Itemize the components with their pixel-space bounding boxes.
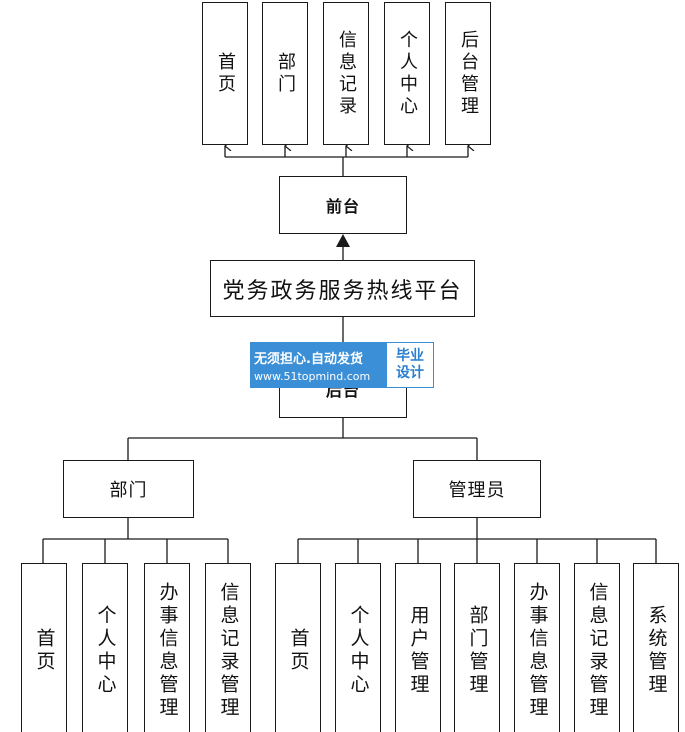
- admin-node: 管理员: [413, 460, 541, 518]
- department-module-personal-center: 个人中心: [82, 563, 128, 732]
- watermark-badge: 毕业 设计: [386, 342, 434, 388]
- platform-node: 党务政务服务热线平台: [210, 260, 475, 317]
- frontend-module-home: 首页: [202, 2, 248, 145]
- admin-module-affairs-management: 办事信息管理: [514, 563, 560, 732]
- watermark-badge-line1: 毕业: [396, 347, 424, 364]
- watermark-slogan: 无须担心.自动发货: [254, 351, 363, 367]
- admin-module-home: 首页: [275, 563, 321, 732]
- department-module-records-management: 信息记录管理: [205, 563, 251, 732]
- frontend-module-backend-admin: 后台管理: [445, 2, 491, 145]
- admin-module-records-management: 信息记录管理: [574, 563, 620, 732]
- frontend-module-info-records: 信息记录: [323, 2, 369, 145]
- admin-module-user-management: 用户管理: [395, 563, 441, 732]
- admin-module-system-management: 系统管理: [633, 563, 679, 732]
- watermark-badge-line2: 设计: [396, 365, 424, 381]
- watermark-url: www.51topmind.com: [254, 369, 371, 383]
- watermark-text-block: 无须担心.自动发货 www.51topmind.com: [250, 342, 386, 388]
- watermark-banner: 无须担心.自动发货 www.51topmind.com 毕业 设计: [250, 342, 434, 388]
- admin-module-department-management: 部门管理: [454, 563, 500, 732]
- frontend-node: 前台: [279, 176, 407, 234]
- frontend-module-personal-center: 个人中心: [384, 2, 430, 145]
- frontend-connectors: [225, 146, 468, 176]
- department-module-affairs-management: 办事信息管理: [144, 563, 190, 732]
- backend-connectors: [42, 418, 657, 563]
- frontend-module-department: 部门: [262, 2, 308, 145]
- platform-to-frontend-arrow: [336, 234, 350, 247]
- department-node: 部门: [63, 460, 194, 518]
- department-module-home: 首页: [21, 563, 67, 732]
- admin-module-personal-center: 个人中心: [335, 563, 381, 732]
